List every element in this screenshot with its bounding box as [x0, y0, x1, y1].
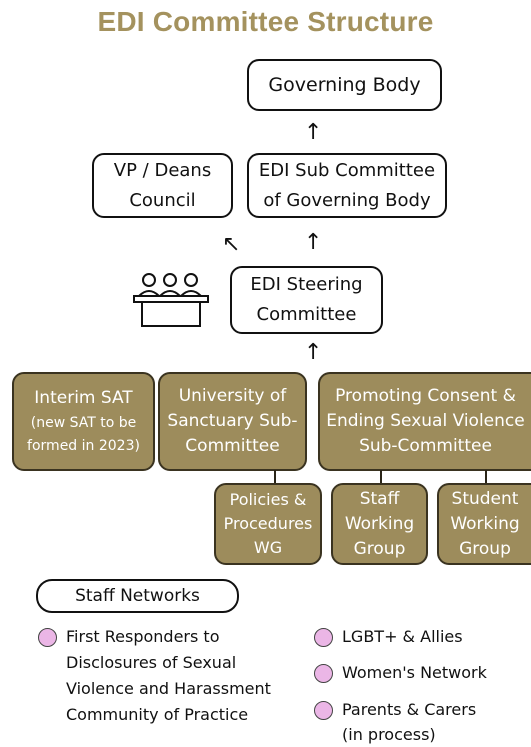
staff-wg-line-1: Staff [359, 488, 400, 509]
vp-deans-line-1: VP / Deans [113, 159, 212, 181]
edi-sub-committee-box: EDI Sub Committee of Governing Body [247, 153, 447, 218]
policies-line-3: WG [253, 538, 283, 557]
meeting-people-icon [133, 273, 209, 327]
student-wg-line-1: Student [451, 488, 519, 509]
first-responders-line-4: Community of Practice [66, 705, 249, 724]
policies-procedures-wg-box: Policies & Procedures WG [214, 483, 322, 565]
consent-line-3: Sub-Committee [359, 436, 492, 456]
sanctuary-line-1: University of [178, 386, 287, 406]
parents-carers-label: Parents & Carers [342, 700, 477, 719]
pink-circle-bullet [314, 628, 333, 647]
student-wg-line-3: Group [459, 538, 511, 559]
connector-line [274, 470, 276, 484]
edi-steering-committee-box: EDI Steering Committee [230, 266, 383, 334]
edi-steering-line-1: EDI Steering [250, 274, 363, 295]
interim-sat-line-1: Interim SAT [34, 388, 133, 408]
page-title: EDI Committee Structure [97, 6, 434, 37]
edi-steering-line-2: Committee [256, 304, 357, 325]
first-responders-network: First Responders to Disclosures of Sexua… [66, 624, 306, 728]
interim-sat-line-2: (new SAT to be [30, 415, 137, 431]
connector-line [380, 470, 382, 484]
first-responders-line-3: Violence and Harassment [66, 679, 271, 698]
first-responders-line-2: Disclosures of Sexual [66, 653, 237, 672]
parents-carers-status: (in process) [342, 725, 436, 744]
arrow-up-icon: ↑ [304, 340, 323, 365]
policies-line-2: Procedures [223, 514, 313, 533]
parents-carers-network: Parents & Carers (in process) [342, 697, 476, 747]
vp-deans-line-2: Council [129, 189, 196, 211]
arrow-up-icon: ↑ [304, 120, 323, 145]
consent-line-2: Ending Sexual Violence [326, 411, 525, 431]
sanctuary-line-3: Committee [185, 436, 280, 456]
staff-networks-label: Staff Networks [36, 579, 239, 613]
womens-network: Women's Network [342, 663, 487, 682]
pink-circle-bullet [314, 701, 333, 720]
staff-wg-line-3: Group [353, 538, 406, 559]
staff-wg-line-2: Working [344, 513, 415, 534]
governing-body-box: Governing Body [247, 59, 442, 111]
policies-line-1: Policies & [229, 490, 307, 509]
sanctuary-subcommittee-box: University of Sanctuary Sub- Committee [158, 372, 307, 471]
consent-subcommittee-box: Promoting Consent & Ending Sexual Violen… [318, 372, 531, 471]
first-responders-line-1: First Responders to [66, 627, 220, 646]
student-wg-line-2: Working [450, 513, 520, 534]
pink-circle-bullet [314, 664, 333, 683]
interim-sat-line-3: formed in 2023) [27, 438, 140, 454]
staff-networks-text: Staff Networks [75, 586, 200, 606]
edi-sub-line-2: of Governing Body [263, 189, 431, 211]
staff-working-group-box: Staff Working Group [331, 483, 428, 565]
vp-deans-council-box: VP / Deans Council [92, 153, 233, 218]
sanctuary-line-2: Sanctuary Sub- [167, 411, 298, 431]
student-working-group-box: Student Working Group [437, 483, 531, 565]
interim-sat-box: Interim SAT (new SAT to be formed in 202… [12, 372, 155, 471]
governing-body-label: Governing Body [268, 74, 421, 96]
edi-sub-line-1: EDI Sub Committee [258, 159, 436, 181]
arrow-up-left-icon: ↖ [222, 232, 241, 257]
pink-circle-bullet [38, 628, 57, 647]
arrow-up-icon: ↑ [304, 230, 323, 255]
connector-line [485, 470, 487, 484]
consent-line-1: Promoting Consent & [335, 386, 516, 406]
lgbt-allies-network: LGBT+ & Allies [342, 627, 463, 646]
